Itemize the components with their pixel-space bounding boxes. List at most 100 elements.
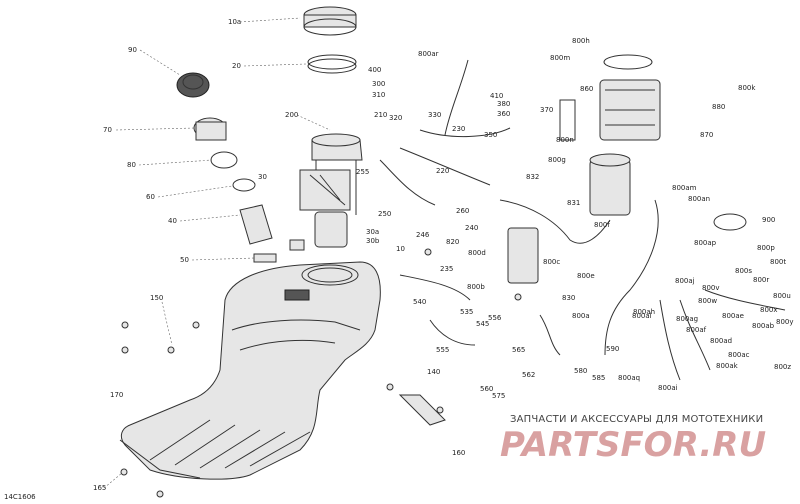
callout-310: 310 [372,91,385,99]
callout-800b: 800b [467,283,485,291]
callout-830: 830 [562,294,575,302]
callout-800r: 800r [753,276,769,284]
callout-800h: 800h [572,37,590,45]
callout-540: 540 [413,298,426,306]
callout-165: 165 [93,484,106,492]
callout-160: 160 [452,449,465,457]
callout-10a: 10a [228,18,241,26]
callout-140: 140 [427,368,440,376]
callout-800an: 800an [688,195,710,203]
callout-200: 200 [285,111,298,119]
callout-235: 235 [440,265,453,273]
callout-800ap: 800ap [694,239,717,247]
callout-820: 820 [446,238,459,246]
callout-250: 250 [378,210,391,218]
callout-556: 556 [488,314,502,322]
callout-535: 535 [460,308,473,316]
callout-832: 832 [526,173,539,181]
callout-360: 360 [497,110,510,118]
callout-800t: 800t [770,258,786,266]
callout-800aq: 800aq [618,374,640,382]
callout-575: 575 [492,392,505,400]
callout-800ac: 800ac [728,351,750,359]
callout-800ag: 800ag [676,315,698,323]
callout-800ae: 800ae [722,312,744,320]
callout-410: 410 [490,92,503,100]
callout-800x: 800x [760,306,778,314]
watermark-tagline: ЗАПЧАСТИ И АКСЕССУАРЫ ДЛЯ МОТОТЕХНИКИ [510,414,763,425]
callout-800w: 800w [698,297,717,305]
diagram-id: 14C1606 [4,493,36,501]
callout-260: 260 [456,207,469,215]
fuel-tank [119,261,381,480]
callout-590: 590 [606,345,619,353]
callout-800s: 800s [735,267,752,275]
callout-800f: 800f [594,221,610,229]
callout-800g: 800g [548,156,566,164]
callout-40: 40 [168,217,177,225]
callout-800y: 800y [776,318,794,326]
callout-70: 70 [103,126,112,134]
callout-800ar: 800ar [418,50,439,58]
callout-860: 860 [580,85,593,93]
callout-800z: 800z [774,363,791,371]
callout-562: 562 [522,371,535,379]
callout-831: 831 [567,199,580,207]
callout-150: 150 [150,294,163,302]
callout-555: 555 [436,346,449,354]
callout-880: 880 [712,103,725,111]
callout-20: 20 [232,62,241,70]
callout-800am: 800am [672,184,697,192]
callout-800ah: 800ah [633,308,655,316]
callout-255: 255 [356,168,369,176]
callout-380: 380 [497,100,510,108]
callout-580: 580 [574,367,587,375]
callout-80: 80 [127,161,136,169]
callout-170: 170 [110,391,123,399]
callout-90: 90 [128,46,137,54]
fuel-hoses [379,59,786,381]
callout-240: 240 [465,224,478,232]
callout-330: 330 [428,111,441,119]
callout-800ak: 800ak [716,362,739,370]
callout-800d: 800d [468,249,486,257]
callout-800af: 800af [686,326,707,334]
callout-800ad: 800ad [710,337,732,345]
callout-60: 60 [146,193,155,201]
callout-900: 900 [762,216,775,224]
callout-320: 320 [389,114,402,122]
callout-30a: 30a [366,228,379,236]
callout-230: 230 [452,125,465,133]
filler-neck-parts [176,72,277,263]
evap-canister [507,54,747,284]
callout-labels: 10a 20 90 70 80 60 40 50 30 30a 30b 200 … [93,18,794,492]
callout-800c: 800c [543,258,560,266]
callout-210: 210 [374,111,387,119]
callout-220: 220 [436,167,449,175]
callout-800al: 800al [632,312,652,320]
callout-800ai: 800ai [658,384,678,392]
callout-560: 560 [480,385,493,393]
callout-400: 400 [368,66,381,74]
callout-50: 50 [180,256,189,264]
callout-370: 370 [540,106,553,114]
callout-800aj: 800aj [675,277,695,285]
callout-800ab: 800ab [752,322,775,330]
callout-30: 30 [258,173,267,181]
fuel-pump-assembly [289,6,363,251]
callout-585: 585 [592,374,605,382]
callout-800u: 800u [773,292,791,300]
callout-565: 565 [512,346,525,354]
callout-10: 10 [396,245,405,253]
callout-800v: 800v [702,284,720,292]
callout-350: 350 [484,131,497,139]
callout-800m: 800m [550,54,570,62]
leader-lines [103,17,331,489]
callout-30b: 30b [366,237,380,245]
callout-870: 870 [700,131,713,139]
callout-800n: 800n [556,136,574,144]
callout-800k: 800k [738,84,756,92]
callout-300: 300 [372,80,385,88]
callout-800a: 800a [572,312,590,320]
